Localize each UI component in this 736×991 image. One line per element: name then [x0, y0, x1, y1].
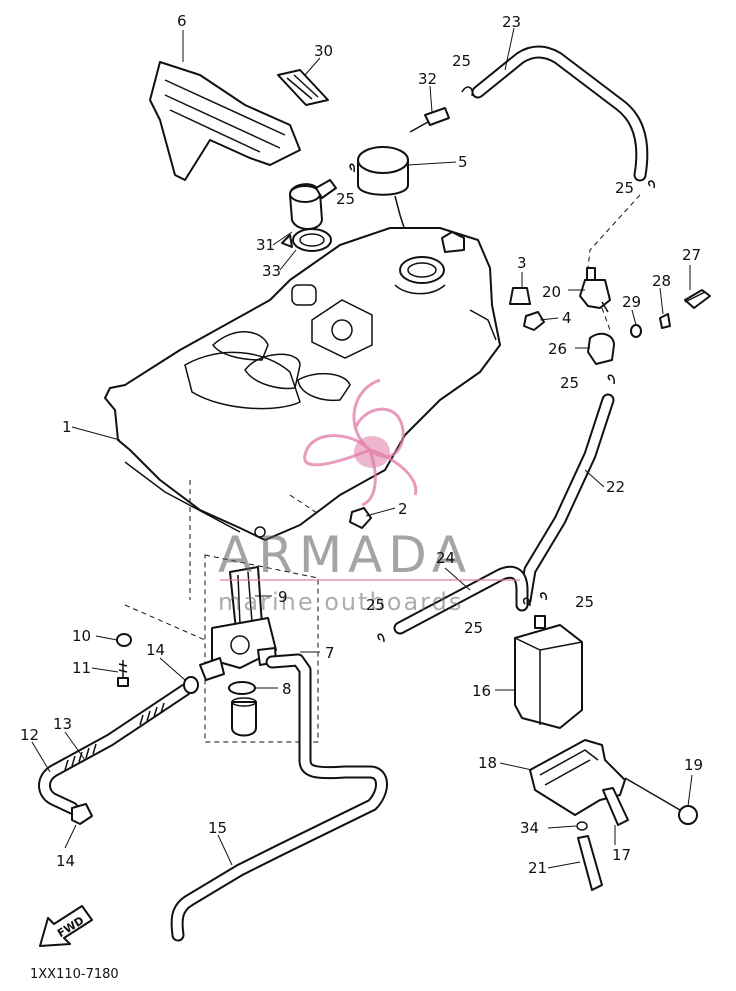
- callout-12: 12: [20, 726, 39, 744]
- fwd-arrow-icon: FWD: [39, 905, 93, 947]
- callout-6: 6: [177, 12, 187, 30]
- callout-25-g: 25: [366, 596, 385, 614]
- part-10-washer: [116, 633, 132, 647]
- part-32-vent-valve: [409, 107, 450, 133]
- part-27-bolt: [684, 289, 711, 309]
- callout-7: 7: [325, 644, 335, 662]
- part-23-breather-hose: [471, 45, 649, 182]
- callout-28: 28: [652, 272, 671, 290]
- part-24-hose: [393, 565, 529, 635]
- hose-23-route: [587, 194, 641, 269]
- callout-15: 15: [208, 819, 227, 837]
- watermark-brand: ARMADA: [218, 526, 472, 584]
- part-3-grommet: [509, 287, 531, 305]
- part-30-label: [277, 69, 329, 106]
- part-33-clamp: [281, 228, 332, 252]
- callout-26: 26: [548, 340, 567, 358]
- part-5-fuel-cap: [357, 146, 409, 241]
- callout-34: 34: [520, 819, 539, 837]
- part-28-clip: [659, 313, 671, 329]
- part-29-washer: [630, 324, 642, 338]
- part-31-filler-neck: [289, 179, 337, 230]
- leader-lines: [31, 27, 693, 869]
- part-25-clips: [349, 86, 655, 643]
- callout-25-c: 25: [336, 190, 355, 208]
- fuel-cup: [231, 697, 257, 737]
- part-1-fuel-tank: [104, 227, 501, 541]
- callout-19: 19: [684, 756, 703, 774]
- callout-23: 23: [502, 13, 521, 31]
- part-15-hose: [170, 653, 388, 942]
- part-19-bolt: [624, 777, 698, 825]
- callout-33: 33: [262, 262, 281, 280]
- part-2-nut: [349, 507, 372, 529]
- part-11-screw: [117, 660, 129, 687]
- callout-10: 10: [72, 627, 91, 645]
- callout-25-a: 25: [452, 52, 471, 70]
- part-14-clamp-lower: [71, 803, 93, 825]
- callout-27: 27: [682, 246, 701, 264]
- callout-3: 3: [517, 254, 527, 272]
- part-18-bracket: [529, 739, 626, 816]
- callout-5: 5: [458, 153, 468, 171]
- callout-17: 17: [612, 846, 631, 864]
- callout-13: 13: [53, 715, 72, 733]
- callout-4: 4: [562, 309, 572, 327]
- callout-20: 20: [542, 283, 561, 301]
- part-22-hose: [518, 393, 615, 607]
- part-26-holder: [587, 332, 615, 365]
- part-14-clamp-upper: [183, 676, 199, 694]
- callout-labels: 1 2 3 4 5 6 7 8 9 10 11 12 13 14 14 15 1…: [20, 12, 703, 877]
- callout-16: 16: [472, 682, 491, 700]
- callout-32: 32: [418, 70, 437, 88]
- callout-2: 2: [398, 500, 408, 518]
- part-17-pipe: [602, 787, 629, 826]
- part-21-hose: [577, 835, 603, 891]
- part-20-fuel-filter: [579, 267, 611, 313]
- part-34-clip: [576, 821, 588, 831]
- filter-route: [601, 307, 611, 331]
- callout-18: 18: [478, 754, 497, 772]
- callout-22: 22: [606, 478, 625, 496]
- part-7-fuel-cock: [199, 617, 277, 681]
- callout-14-upper: 14: [146, 641, 165, 659]
- part-4-nut: [523, 311, 545, 331]
- part-16-canister: [514, 615, 583, 729]
- callout-31: 31: [256, 236, 275, 254]
- callout-29: 29: [622, 293, 641, 311]
- callout-1: 1: [62, 418, 72, 436]
- part-8-o-ring: [228, 681, 256, 695]
- part-6-seat-bracket: [149, 61, 301, 181]
- callout-9: 9: [278, 588, 288, 606]
- callout-8: 8: [282, 680, 292, 698]
- callout-25-d: 25: [560, 374, 579, 392]
- callout-21: 21: [528, 859, 547, 877]
- diagram-code: 1XX110-7180: [30, 967, 119, 982]
- callout-25-f: 25: [464, 619, 483, 637]
- part-13-spring: [64, 702, 165, 771]
- callout-11: 11: [72, 659, 91, 677]
- callout-25-b: 25: [615, 179, 634, 197]
- callout-30: 30: [314, 42, 333, 60]
- callout-25-e: 25: [575, 593, 594, 611]
- watermark-tagline: marine outboards: [218, 588, 463, 616]
- part-12-fuel-hose: [38, 683, 192, 815]
- callout-24: 24: [436, 549, 455, 567]
- callout-14-lower: 14: [56, 852, 75, 870]
- watermark-logo: ARMADA marine outboards: [218, 378, 520, 616]
